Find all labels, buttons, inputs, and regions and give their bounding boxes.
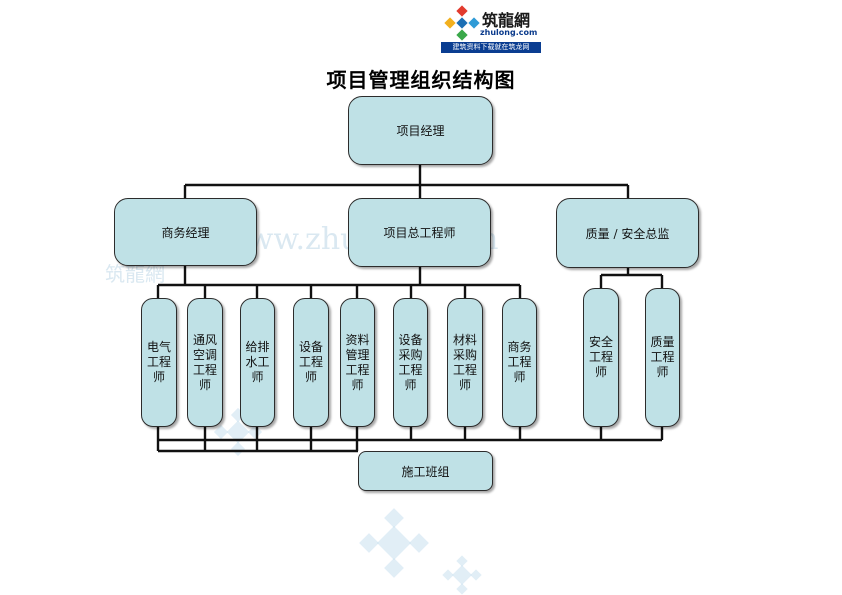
- node-chief-engineer: 项目总工程师: [348, 198, 491, 267]
- node-label: 项目经理: [396, 124, 445, 138]
- node-label: 通风空调工程师: [193, 332, 218, 392]
- node-label: 电气工程师: [147, 340, 172, 384]
- node-label: 安全工程师: [589, 335, 614, 379]
- node-commercial-engineer: 商务工程师: [502, 298, 537, 427]
- logo-slogan: 建筑资料下载就在筑龙网: [441, 42, 541, 53]
- logo-url: zhulong.com: [480, 28, 538, 37]
- node-label: 施工班组: [401, 464, 450, 479]
- node-hvac-engineer: 通风空调工程师: [187, 298, 223, 427]
- watermark-name: 筑龍網: [105, 262, 165, 286]
- node-label: 材料采购工程师: [453, 332, 478, 392]
- node-label: 商务经理: [161, 225, 210, 240]
- node-procurement-engineer: 设备采购工程师: [393, 298, 428, 427]
- node-equipment-engineer: 设备工程师: [293, 298, 329, 427]
- node-electrical-engineer: 电气工程师: [141, 298, 177, 427]
- node-materials-engineer: 材料采购工程师: [447, 298, 483, 427]
- node-safety-engineer: 安全工程师: [583, 288, 619, 427]
- node-label: 设备采购工程师: [398, 332, 423, 392]
- zhulong-logo-icon: [444, 5, 480, 41]
- node-qs-director: 质量 / 安全总监: [556, 198, 699, 268]
- node-project-manager: 项目经理: [348, 96, 493, 165]
- node-plumbing-engineer: 给排水工师: [240, 298, 275, 427]
- node-label: 给排水工师: [245, 340, 270, 384]
- node-label: 商务工程师: [507, 340, 532, 384]
- node-business-manager: 商务经理: [114, 198, 257, 266]
- node-label: 资料管理工程师: [345, 332, 370, 392]
- node-construction-team: 施工班组: [358, 451, 493, 491]
- logo-name: 筑龍網: [482, 11, 531, 30]
- node-label: 质量 / 安全总监: [585, 226, 670, 241]
- page-title: 项目管理组织结构图: [326, 68, 516, 92]
- node-label: 项目总工程师: [383, 226, 456, 240]
- node-label: 设备工程师: [299, 340, 324, 384]
- node-label: 质量工程师: [650, 335, 675, 379]
- node-quality-engineer: 质量工程师: [645, 288, 680, 427]
- node-documents-engineer: 资料管理工程师: [340, 298, 375, 427]
